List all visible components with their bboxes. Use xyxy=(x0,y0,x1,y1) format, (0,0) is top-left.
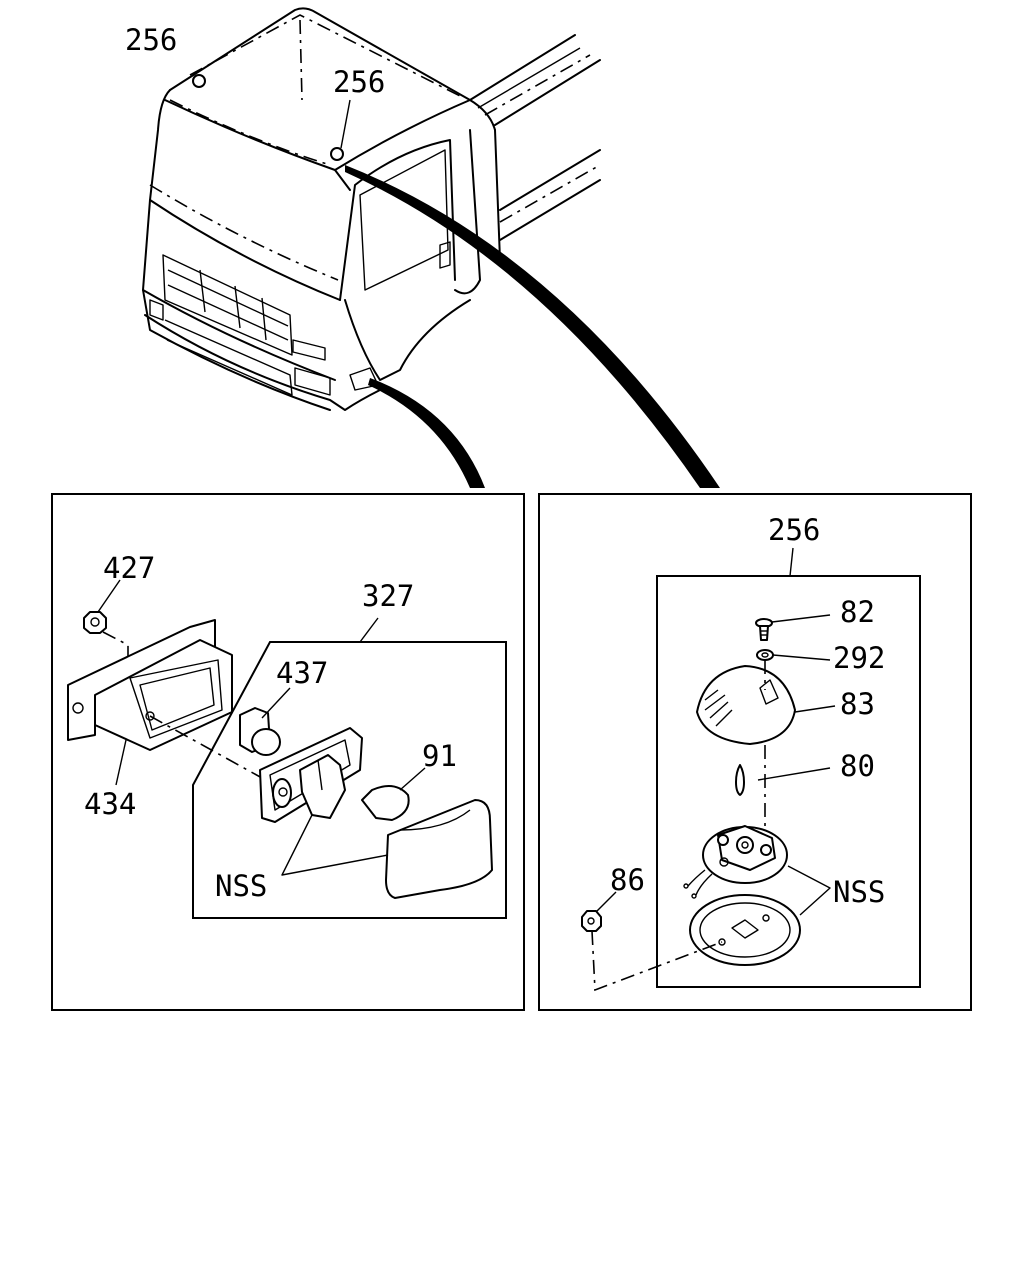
socket-437-icon xyxy=(239,707,281,756)
left-detail-panel xyxy=(51,493,525,1011)
nut-427-icon xyxy=(83,611,107,634)
label-256-assembly: 256 xyxy=(768,513,820,547)
lamp-housing-icon xyxy=(259,727,363,823)
truck-cab-illustration xyxy=(142,7,601,411)
marker-assembly-256-frame xyxy=(656,575,921,988)
screw-82-icon xyxy=(755,618,773,641)
label-nss-right: NSS xyxy=(833,875,885,909)
bracket-434-icon xyxy=(67,619,233,751)
label-91: 91 xyxy=(422,739,457,773)
washer-292-icon xyxy=(756,649,774,661)
bulb-80-icon xyxy=(735,764,745,796)
callout-curve-left xyxy=(368,378,485,488)
label-427: 427 xyxy=(103,551,155,585)
lamp-assembly-327-frame xyxy=(192,641,507,919)
lens-icon xyxy=(385,799,493,899)
lens-83-icon xyxy=(696,665,796,745)
bulb-91-icon xyxy=(361,785,410,821)
label-80: 80 xyxy=(840,749,875,783)
label-256-roof-right: 256 xyxy=(333,65,385,99)
callout-curve-right xyxy=(345,165,720,488)
nut-86-icon xyxy=(581,910,602,932)
label-437: 437 xyxy=(276,656,328,690)
label-292: 292 xyxy=(833,641,885,675)
cab-marker-left-icon xyxy=(192,74,206,88)
lamp-base-icon xyxy=(683,825,788,899)
label-82: 82 xyxy=(840,595,875,629)
label-86: 86 xyxy=(610,863,645,897)
label-434: 434 xyxy=(84,787,136,821)
label-256-roof-left: 256 xyxy=(125,23,177,57)
right-detail-panel xyxy=(538,493,972,1011)
cab-marker-right-icon xyxy=(330,147,344,161)
label-nss-left: NSS xyxy=(215,869,267,903)
label-83: 83 xyxy=(840,687,875,721)
gasket-icon xyxy=(689,894,801,966)
label-327: 327 xyxy=(362,579,414,613)
